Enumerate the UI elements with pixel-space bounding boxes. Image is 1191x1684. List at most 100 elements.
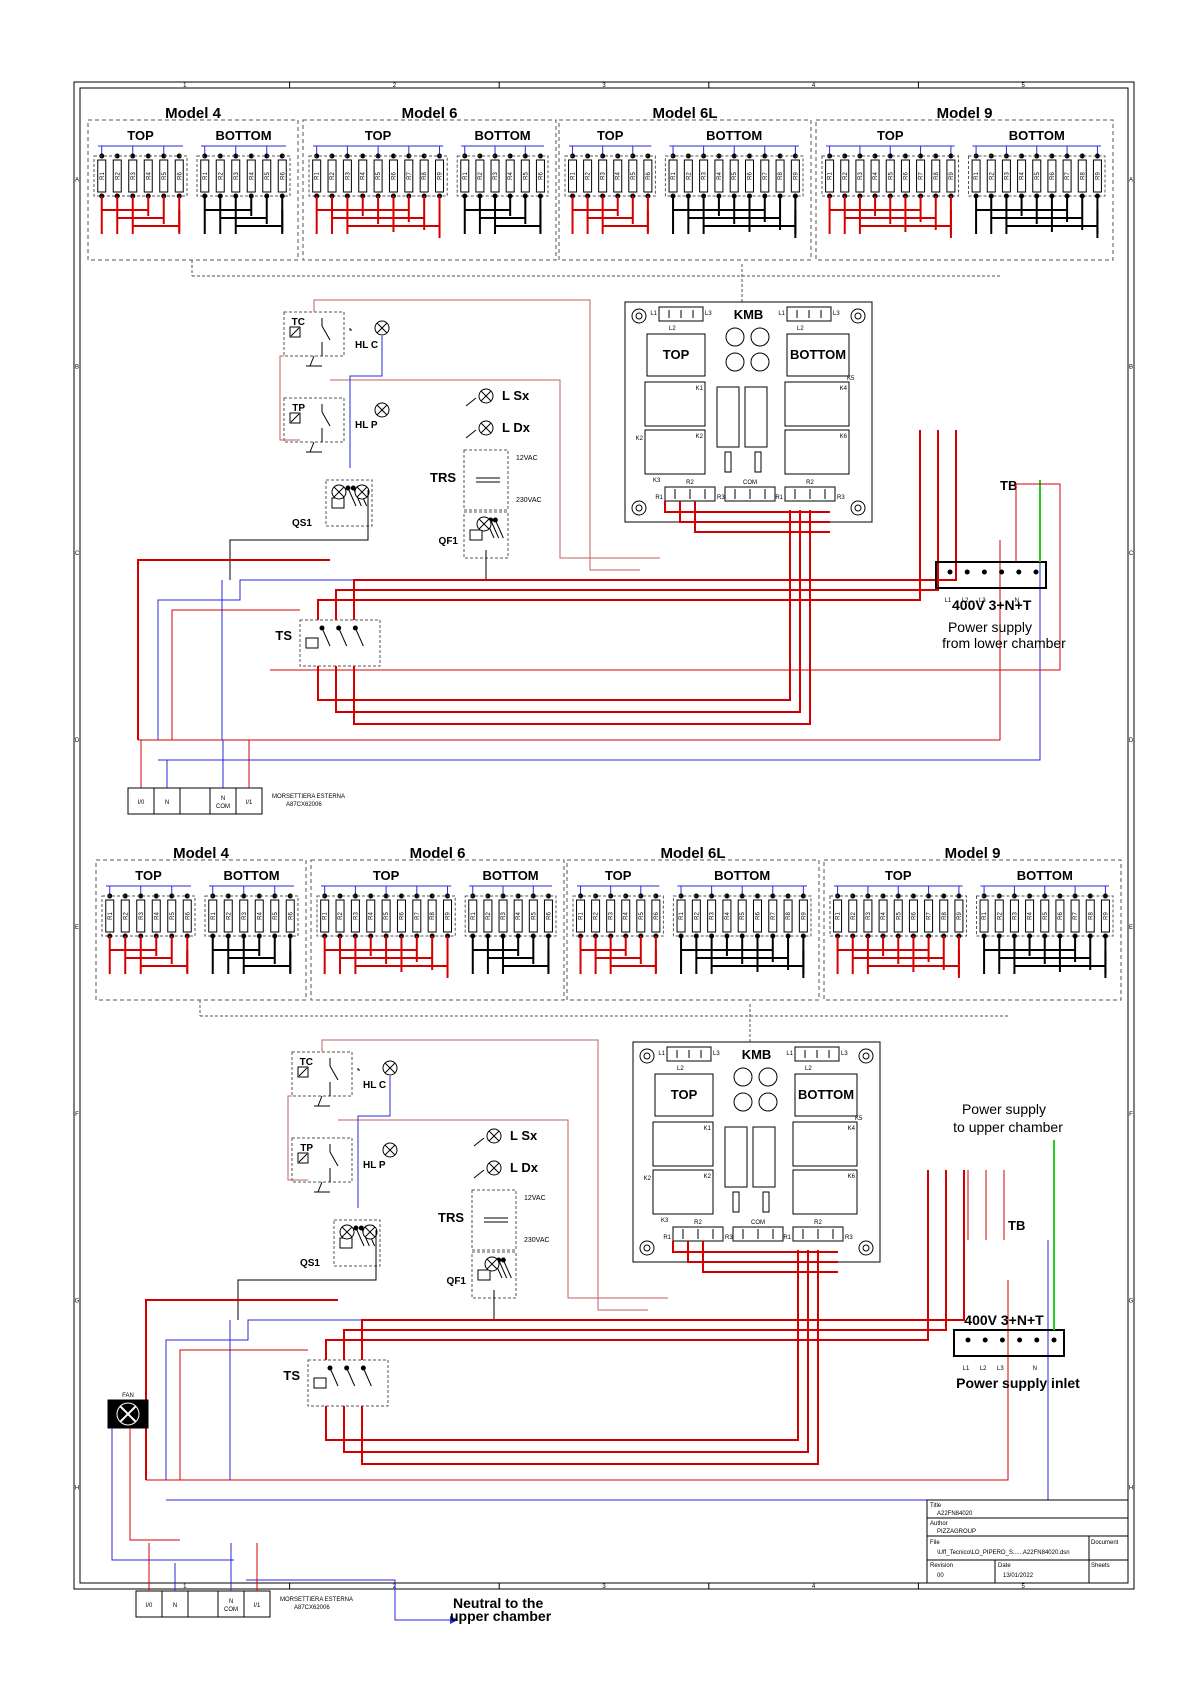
heater-output xyxy=(687,1241,838,1263)
resistor xyxy=(1032,159,1042,193)
junction-dot xyxy=(1017,1337,1023,1343)
resistor-label: R8 xyxy=(942,912,948,920)
tb-date: 13/01/2022 xyxy=(1003,1573,1034,1579)
tb-author: PIZZAGROUP xyxy=(937,1529,976,1535)
frame-row-label: C xyxy=(75,551,80,557)
kmb-term-label: R3 xyxy=(837,495,845,501)
kmb-fuse xyxy=(725,327,745,347)
kmb-relay xyxy=(784,381,850,427)
upper-supply-note: to upper chamber xyxy=(953,1119,1063,1135)
resistor xyxy=(576,899,586,933)
resistor-label: R9 xyxy=(949,172,955,180)
title-block-box xyxy=(926,1499,1129,1584)
top-section-label: TOP xyxy=(135,868,162,883)
resistor xyxy=(900,159,910,193)
model-title: Model 9 xyxy=(945,845,1001,862)
neutral-note: Neutral to the xyxy=(453,1595,543,1611)
frame-row-label: C xyxy=(1129,551,1134,557)
tb-document-label: Document xyxy=(1091,1540,1119,1546)
resistor-label: R6 xyxy=(546,912,552,920)
kmb-term-label: R1 xyxy=(655,495,663,501)
thermostat-enclosure xyxy=(291,1137,353,1183)
power-wire xyxy=(353,430,957,620)
tc-label: TC xyxy=(300,1057,313,1068)
v12-label: 12VAC xyxy=(524,1195,546,1202)
resistor xyxy=(535,159,545,193)
resistor xyxy=(783,899,793,933)
resistor-label: R1 xyxy=(203,172,209,180)
resistor xyxy=(513,899,523,933)
resistor-label: R3 xyxy=(1012,912,1018,920)
resistor-label: R4 xyxy=(1020,172,1026,180)
resistor-label: R6 xyxy=(1058,912,1064,920)
frame-col-label: 4 xyxy=(812,83,816,89)
resistor xyxy=(128,159,138,193)
resistor xyxy=(878,899,888,933)
resistor xyxy=(112,159,122,193)
resistor xyxy=(528,899,538,933)
kmb-resistor xyxy=(754,451,762,473)
mounting-hole xyxy=(862,1052,870,1060)
ground xyxy=(473,1169,485,1179)
hlp-label: HL P xyxy=(355,420,378,431)
kmb-term-label: R2 xyxy=(806,480,814,486)
supply-note: Power supply xyxy=(948,619,1032,635)
junction-dot xyxy=(336,625,342,631)
resistor xyxy=(752,899,762,933)
resistor xyxy=(475,159,485,193)
junction-dot xyxy=(327,1365,333,1371)
resistor-enclosure xyxy=(464,895,557,937)
thermostat-coil xyxy=(289,326,301,338)
resistor xyxy=(676,899,686,933)
resistor xyxy=(208,899,218,933)
switch-enclosure xyxy=(333,1219,381,1267)
lsx-label: L Sx xyxy=(510,1128,538,1143)
resistor-label: R8 xyxy=(934,172,940,180)
resistor xyxy=(174,159,184,193)
junction-dot xyxy=(964,569,970,575)
resistor-label: R2 xyxy=(478,172,484,180)
resistor xyxy=(691,899,701,933)
resistor xyxy=(97,159,107,193)
resistor xyxy=(483,899,493,933)
model-enclosure xyxy=(566,859,820,1001)
resistor-enclosure xyxy=(572,895,664,937)
junction-dot xyxy=(344,1365,350,1371)
resistor-enclosure xyxy=(564,155,656,197)
kmb-relay-label: K1 xyxy=(704,1126,712,1132)
model-enclosure xyxy=(87,119,299,261)
resistor-label: R2 xyxy=(330,172,336,180)
kmb-relay-label: K6 xyxy=(840,434,848,440)
frame-col-label: 1 xyxy=(183,83,187,89)
switch-pole xyxy=(494,519,504,539)
resistor xyxy=(143,159,153,193)
resistor-label: R1 xyxy=(108,912,114,920)
resistor xyxy=(833,899,843,933)
resistor xyxy=(870,159,880,193)
kmb-relay-label: K3 xyxy=(653,478,661,484)
resistor-label: R2 xyxy=(686,172,692,180)
kmb-top-label: TOP xyxy=(663,347,690,362)
switch-pole xyxy=(502,1259,512,1279)
kmb-output-terminal xyxy=(724,486,776,502)
terminal-cell xyxy=(161,1590,189,1618)
supply-terminal-label: L1 xyxy=(963,1366,970,1372)
kmb-relay-label: K1 xyxy=(696,386,704,392)
resistor xyxy=(277,159,287,193)
kmb-term-label: R2 xyxy=(814,1220,822,1226)
resistor xyxy=(798,899,808,933)
power-wire xyxy=(317,510,791,701)
switch-pole xyxy=(321,627,331,647)
resistor-label: R5 xyxy=(170,912,176,920)
tb-file-label: File xyxy=(930,1540,940,1546)
tb-author-label: Author xyxy=(930,1521,948,1527)
top-section-label: TOP xyxy=(373,868,400,883)
resistor-label: R8 xyxy=(422,172,428,180)
mounting-hole xyxy=(858,1240,874,1256)
resistor xyxy=(105,899,115,933)
resistor-label: R1 xyxy=(974,172,980,180)
model-enclosure xyxy=(95,859,307,1001)
resistor xyxy=(744,159,754,193)
resistor xyxy=(768,899,778,933)
kmb-output-terminal xyxy=(672,1226,724,1242)
